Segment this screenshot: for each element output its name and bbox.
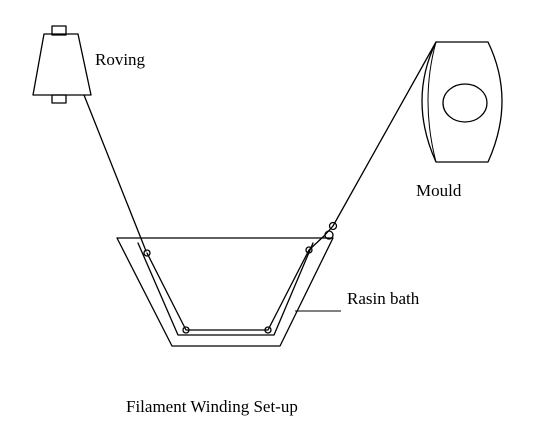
- roving-label: Roving: [95, 50, 146, 69]
- roving-spool-bottom-cap: [51, 94, 67, 104]
- fibre-strand-in-bath: [146, 225, 334, 331]
- resin-bath-inner-wall: [137, 242, 314, 336]
- guide-roller-inlet: [143, 249, 151, 257]
- mould: [421, 41, 503, 163]
- squeeze-roller-upper: [328, 221, 338, 231]
- guide-roller-outlet: [305, 246, 313, 254]
- roving-spool: [32, 25, 92, 104]
- fibre-strand-from-roving: [83, 94, 147, 252]
- mould-core-hole: [442, 83, 488, 123]
- resin-bath-label: Rasin bath: [347, 289, 420, 308]
- diagram-caption: Filament Winding Set-up: [126, 397, 298, 416]
- resin-bath: [116, 237, 334, 347]
- roving-spool-top-cap: [51, 25, 67, 36]
- roving-spool-body: [32, 33, 92, 96]
- mould-body: [421, 41, 503, 163]
- resin-bath-outer-wall: [116, 237, 334, 347]
- fibre-strand-to-mould: [332, 41, 437, 227]
- squeeze-roller-lower: [324, 230, 334, 240]
- mould-label: Mould: [416, 181, 462, 200]
- mould-left-shoulder: [427, 41, 437, 163]
